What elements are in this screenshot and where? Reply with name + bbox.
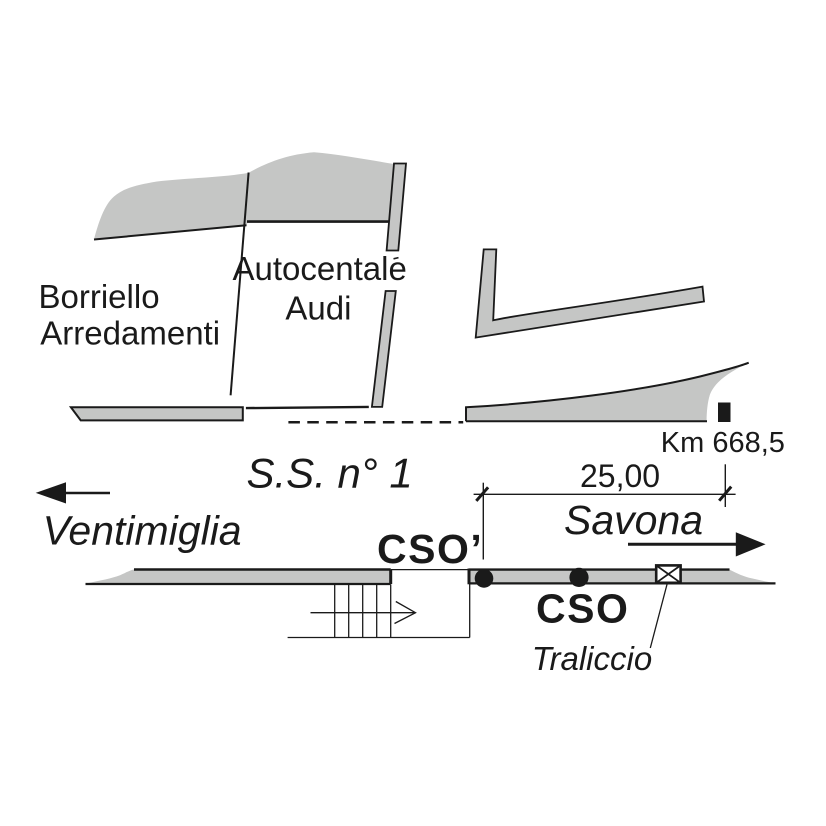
svg-text:CSO: CSO (536, 586, 629, 632)
svg-text:Savona: Savona (564, 497, 703, 543)
svg-text:Ventimiglia: Ventimiglia (43, 508, 242, 554)
svg-text:Audi: Audi (285, 289, 351, 326)
svg-text:Traliccio: Traliccio (532, 640, 652, 677)
svg-text:CSO’: CSO’ (377, 526, 483, 572)
svg-text:Arredamenti: Arredamenti (40, 315, 220, 352)
svg-text:Km 668,5: Km 668,5 (661, 427, 785, 459)
svg-text:Borriello: Borriello (39, 278, 160, 315)
svg-text:25,00: 25,00 (580, 458, 660, 494)
svg-text:Autocentale: Autocentale (233, 250, 407, 287)
svg-text:S.S. n° 1: S.S. n° 1 (247, 449, 413, 496)
